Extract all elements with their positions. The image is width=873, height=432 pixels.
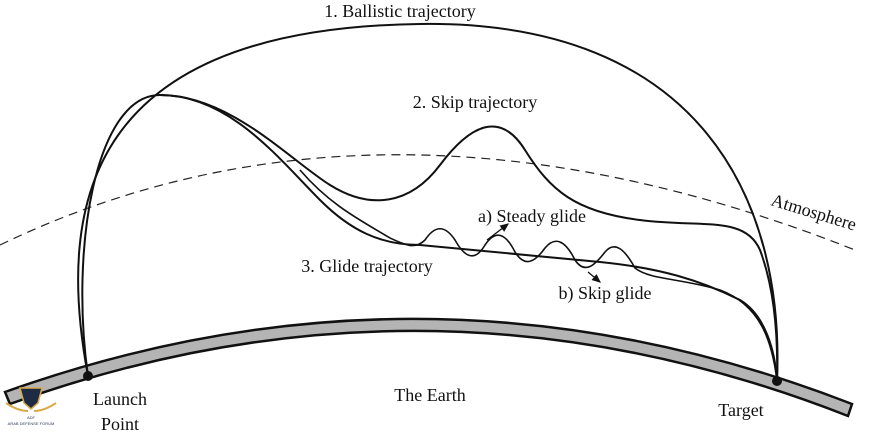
atmosphere-boundary — [0, 154, 856, 251]
ballistic-trajectory — [77, 22, 779, 382]
ballistic-label: 1. Ballistic trajectory — [324, 1, 475, 21]
svg-text:ARAB DEFENSE FORUM: ARAB DEFENSE FORUM — [8, 421, 55, 426]
target-label: Target — [718, 400, 763, 420]
watermark-logo: ADF ARAB DEFENSE FORUM — [5, 387, 57, 426]
skip-glide-arrow — [587, 271, 601, 283]
svg-text:ADF: ADF — [27, 415, 36, 420]
launch-point-marker — [83, 371, 93, 381]
skip-trajectory — [81, 93, 779, 382]
launch-label-line1: Launch — [93, 389, 147, 409]
skip-glide-label: b) Skip glide — [559, 283, 652, 304]
steady-glide-trajectory — [159, 94, 778, 382]
skip-glide-trajectory — [299, 169, 778, 382]
glide-label: 3. Glide trajectory — [301, 256, 432, 276]
steady-glide-label: a) Steady glide — [478, 206, 586, 227]
steady-glide-arrow — [486, 223, 510, 241]
skip-label: 2. Skip trajectory — [413, 92, 537, 112]
earth-label: The Earth — [394, 385, 465, 405]
launch-label-line2: Point — [101, 414, 139, 432]
atmosphere-label: Atmosphere — [769, 190, 859, 235]
earth-surface — [3, 317, 854, 418]
target-marker — [772, 376, 782, 386]
